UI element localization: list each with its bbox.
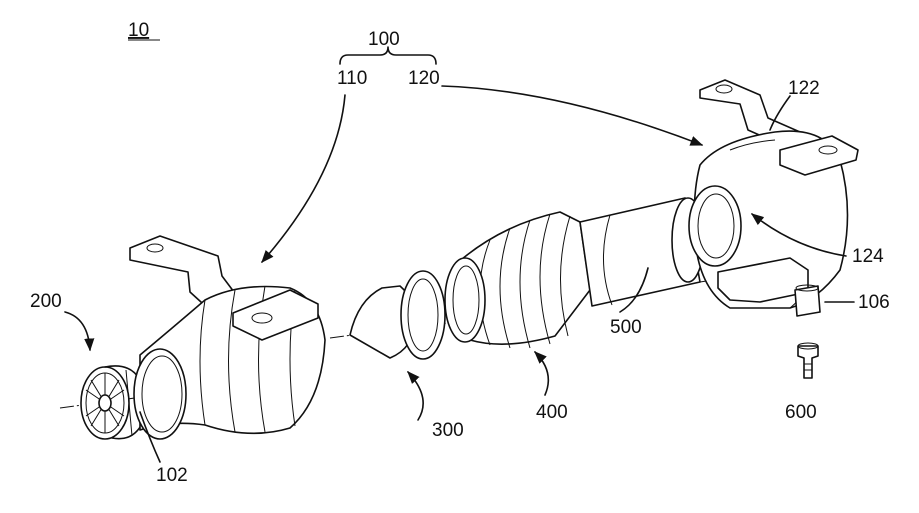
plug-part [798,343,818,378]
label-fan-unit: 200 [30,291,62,312]
label-outlet-port: 106 [858,292,890,313]
leader-200 [65,312,90,350]
housing-front [130,236,325,439]
label-tube: 500 [610,317,642,338]
housing-rear [689,80,858,316]
label-housing-rear: 120 [408,68,440,89]
label-cone: 300 [432,420,464,441]
label-rear-flange: 122 [788,78,820,99]
cone-part [350,271,445,359]
leader-120 [442,86,702,145]
label-front-opening: 102 [156,465,188,486]
fan-unit [81,366,142,439]
bellows-part [445,212,590,348]
label-housing: 100 [368,29,400,50]
tube-part [580,198,704,306]
leader-400 [535,352,548,395]
label-housing-front: 110 [337,68,367,89]
leader-110 [262,95,345,262]
label-bellows: 400 [536,402,568,423]
label-inner-ring: 124 [852,246,884,267]
label-plug: 600 [785,402,817,423]
leader-300 [408,372,423,420]
label-assembly: 10 [128,20,149,41]
